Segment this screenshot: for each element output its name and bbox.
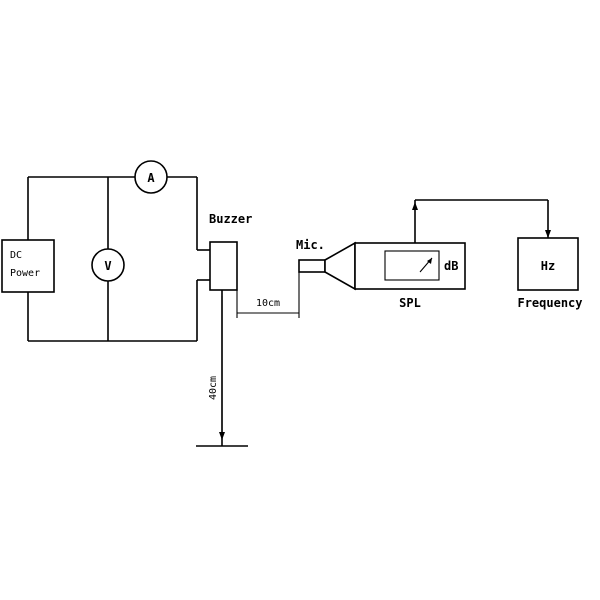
spl-meter-assembly: Mic. dB SPL [296, 238, 466, 310]
frequency-meter: Hz Frequency [517, 237, 583, 310]
dc-power-label-line1: DC [10, 250, 22, 261]
mic-distance-dimension: 10cm [236, 272, 300, 318]
signal-up-arrow-icon [412, 202, 418, 210]
mic-distance-label: 10cm [256, 298, 280, 309]
frequency-meter-label: Frequency [517, 296, 582, 310]
spl-label: SPL [399, 296, 421, 310]
spl-unit-label: dB [444, 259, 458, 273]
ammeter-label: A [147, 171, 155, 185]
buzzer: Buzzer [196, 212, 252, 447]
microphone-cone [324, 241, 356, 291]
dc-power-label-line2: Power [10, 268, 40, 279]
ammeter-circle [134, 160, 168, 194]
buzzer-body [209, 241, 238, 291]
spl-needle-arrow-icon [427, 258, 432, 264]
spl-display [384, 250, 440, 281]
signal-down-arrow-icon [545, 230, 551, 238]
microphone-tube [298, 259, 326, 273]
dc-power-box [1, 239, 55, 293]
voltmeter-label: V [104, 259, 111, 273]
height-arrow-icon [219, 432, 225, 440]
voltmeter-circle [91, 248, 125, 282]
microphone-label: Mic. [296, 238, 325, 252]
power-circuit: DC Power A V [1, 160, 210, 342]
frequency-meter-box [517, 237, 579, 291]
signal-connection [412, 199, 551, 243]
buzzer-label: Buzzer [209, 212, 252, 226]
frequency-unit-label: Hz [541, 259, 555, 273]
height-dimension: 40cm [208, 296, 225, 440]
height-distance-label: 40cm [208, 376, 219, 400]
